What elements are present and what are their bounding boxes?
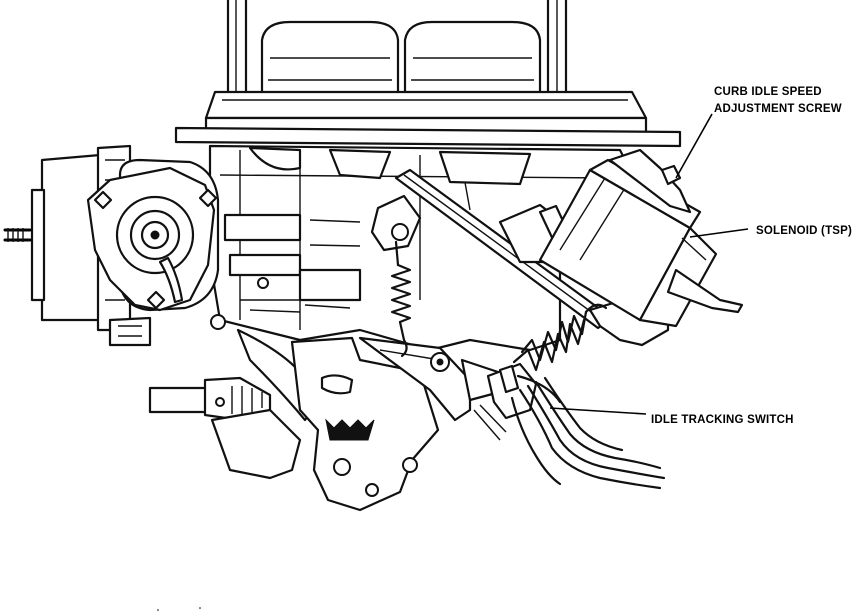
carburetor-body <box>208 144 642 352</box>
scan-speck <box>199 607 201 609</box>
leader-curb-idle <box>675 113 713 179</box>
label-idle-tracking-switch: IDLE TRACKING SWITCH <box>651 414 794 426</box>
solenoid-tsp <box>498 148 744 328</box>
label-curb-idle-line1: CURB IDLE SPEED <box>714 86 822 98</box>
leader-idle-tracking <box>549 407 647 415</box>
choke-housing <box>3 144 220 347</box>
label-solenoid: SOLENOID (TSP) <box>756 225 852 237</box>
scan-speck <box>157 609 159 611</box>
return-spring-left <box>370 194 422 358</box>
leader-solenoid <box>689 228 749 238</box>
return-spring-right <box>512 303 608 372</box>
air-horn-top <box>174 0 682 148</box>
label-curb-idle-line2: ADJUSTMENT SCREW <box>714 103 842 115</box>
leader-lines <box>549 113 749 415</box>
throttle-lever <box>290 336 507 512</box>
idle-tracking-switch <box>486 362 666 490</box>
